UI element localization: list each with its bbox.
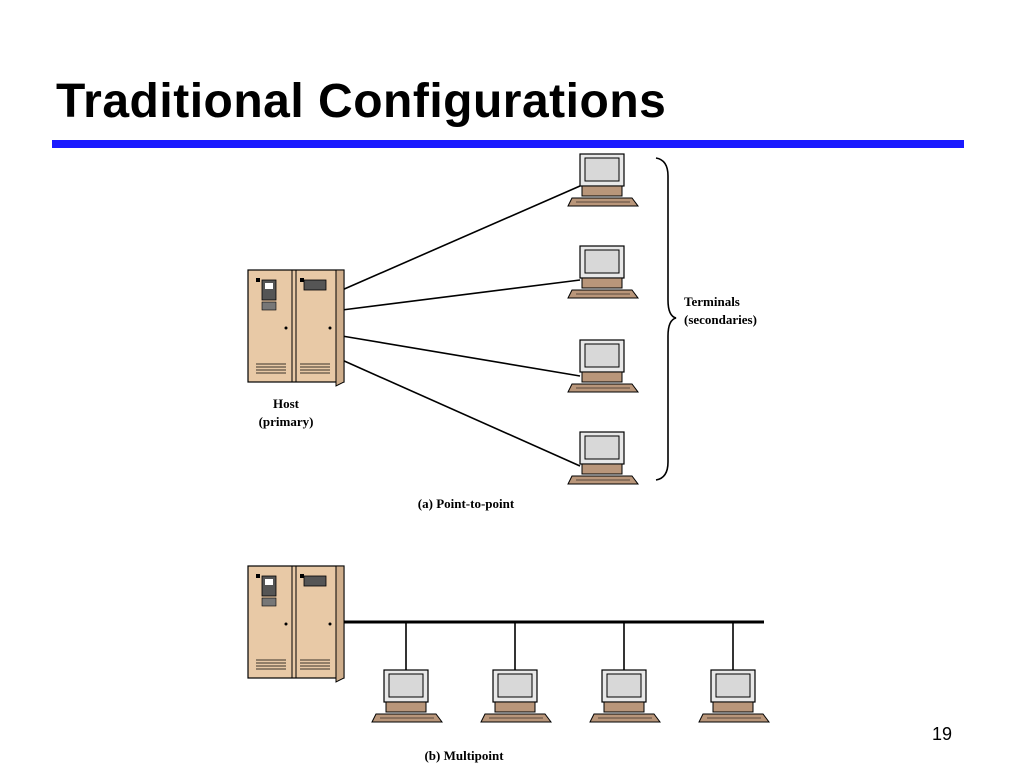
point-to-point-caption: (a) Point-to-point [418, 496, 515, 511]
host-label-line1: Host [273, 396, 300, 411]
title-rule [52, 140, 964, 148]
terminals-brace [655, 157, 677, 481]
terminal-2 [567, 245, 639, 299]
host-label-line2: (primary) [259, 414, 314, 429]
slide-title: Traditional Configurations [56, 75, 667, 128]
multipoint-terminal-2 [480, 669, 552, 723]
multipoint-terminal-4 [698, 669, 770, 723]
terminal-1 [567, 153, 639, 207]
multipoint-drops [405, 622, 734, 672]
host-computer [247, 269, 345, 387]
multipoint-host-computer [247, 565, 345, 683]
point-to-point-links [341, 185, 581, 467]
terminal-4 [567, 431, 639, 485]
terminals-label-line1: Terminals [684, 294, 740, 309]
multipoint-terminal-3 [589, 669, 661, 723]
terminals-label-line2: (secondaries) [684, 312, 757, 327]
multipoint-terminal-1 [371, 669, 443, 723]
terminal-3 [567, 339, 639, 393]
multipoint-caption: (b) Multipoint [424, 748, 504, 763]
multipoint-diagram: (b) Multipoint [247, 565, 770, 763]
page-number: 19 [932, 724, 953, 744]
point-to-point-diagram: Host (primary) Terminals (secondaries) (… [247, 153, 757, 511]
